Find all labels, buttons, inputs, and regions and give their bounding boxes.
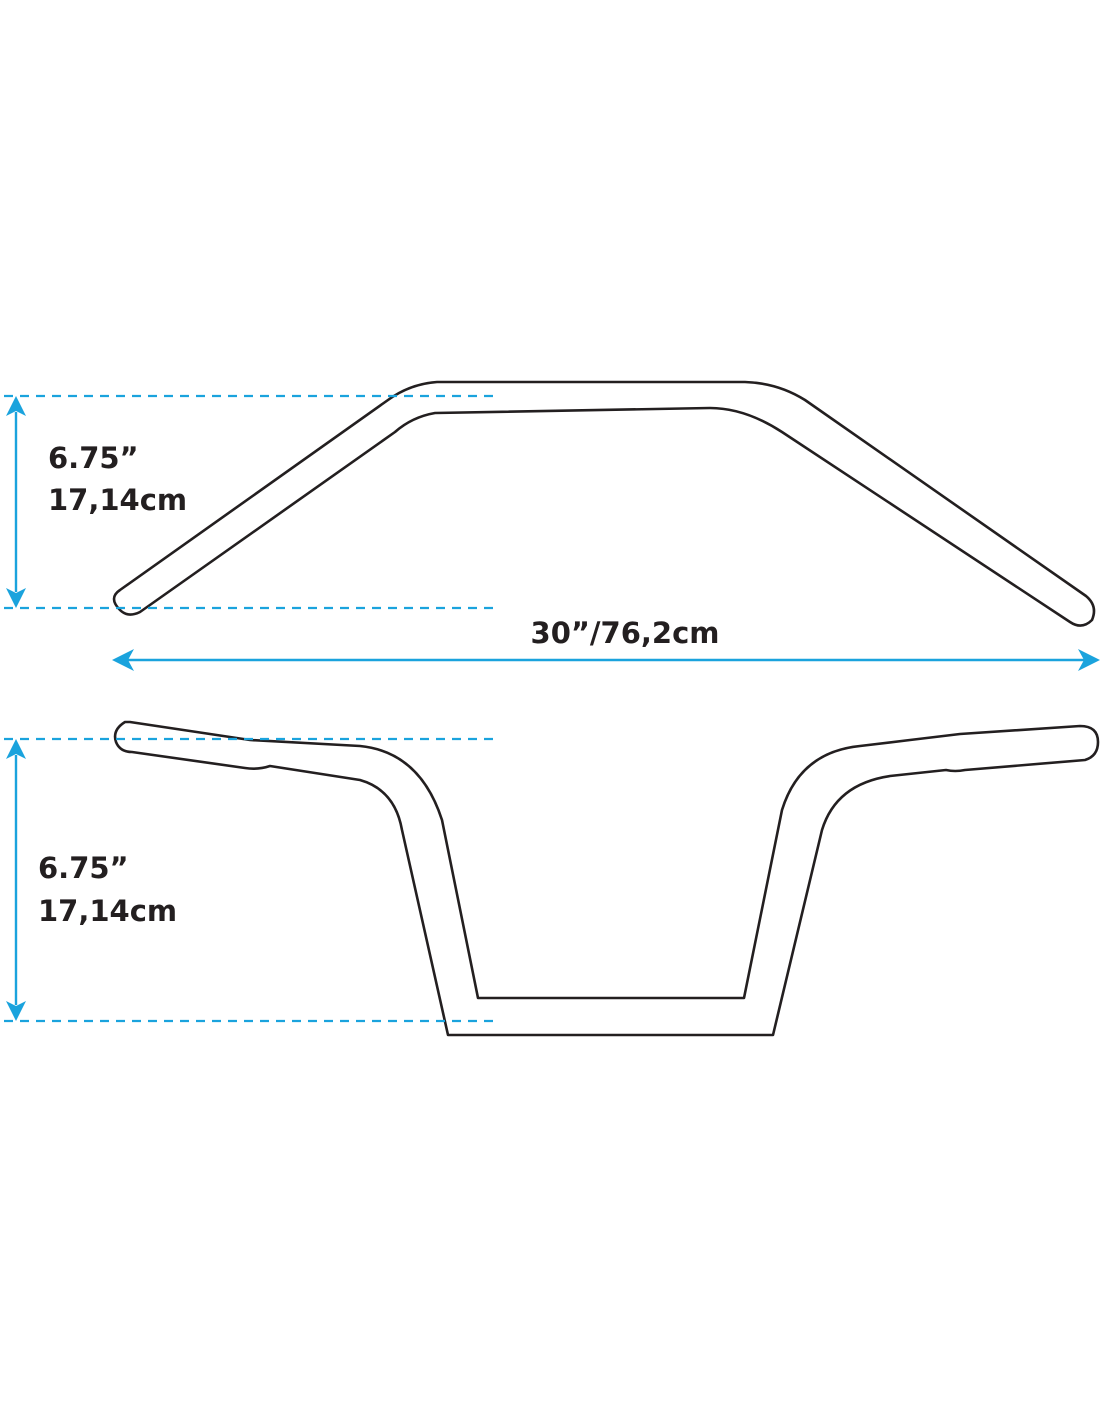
width-label: 30”/76,2cm — [531, 616, 720, 650]
width-dimension-arrow — [112, 649, 1100, 671]
handlebar-side-view — [113, 720, 1100, 1037]
height-label-cm-top: 17,14cm — [48, 483, 187, 517]
arrowhead-down-icon — [6, 588, 26, 608]
rise-label-inches-side: 6.75” — [38, 851, 129, 885]
rise-label-cm-side: 17,14cm — [38, 894, 177, 928]
rise-dimension-arrow-side — [6, 739, 26, 1021]
arrowhead-down-icon — [6, 1001, 26, 1021]
arrowhead-up-icon — [6, 396, 26, 416]
handlebar-top-outline — [112, 380, 1096, 627]
guide-lines — [4, 394, 496, 1023]
handlebar-side-outline — [113, 720, 1100, 1037]
handlebar-top-view — [112, 380, 1096, 627]
arrowhead-left-icon — [112, 649, 134, 671]
arrowhead-up-icon — [6, 739, 26, 759]
arrowhead-right-icon — [1078, 649, 1100, 671]
height-dimension-arrow-top — [6, 396, 26, 608]
height-label-inches-top: 6.75” — [48, 441, 139, 475]
